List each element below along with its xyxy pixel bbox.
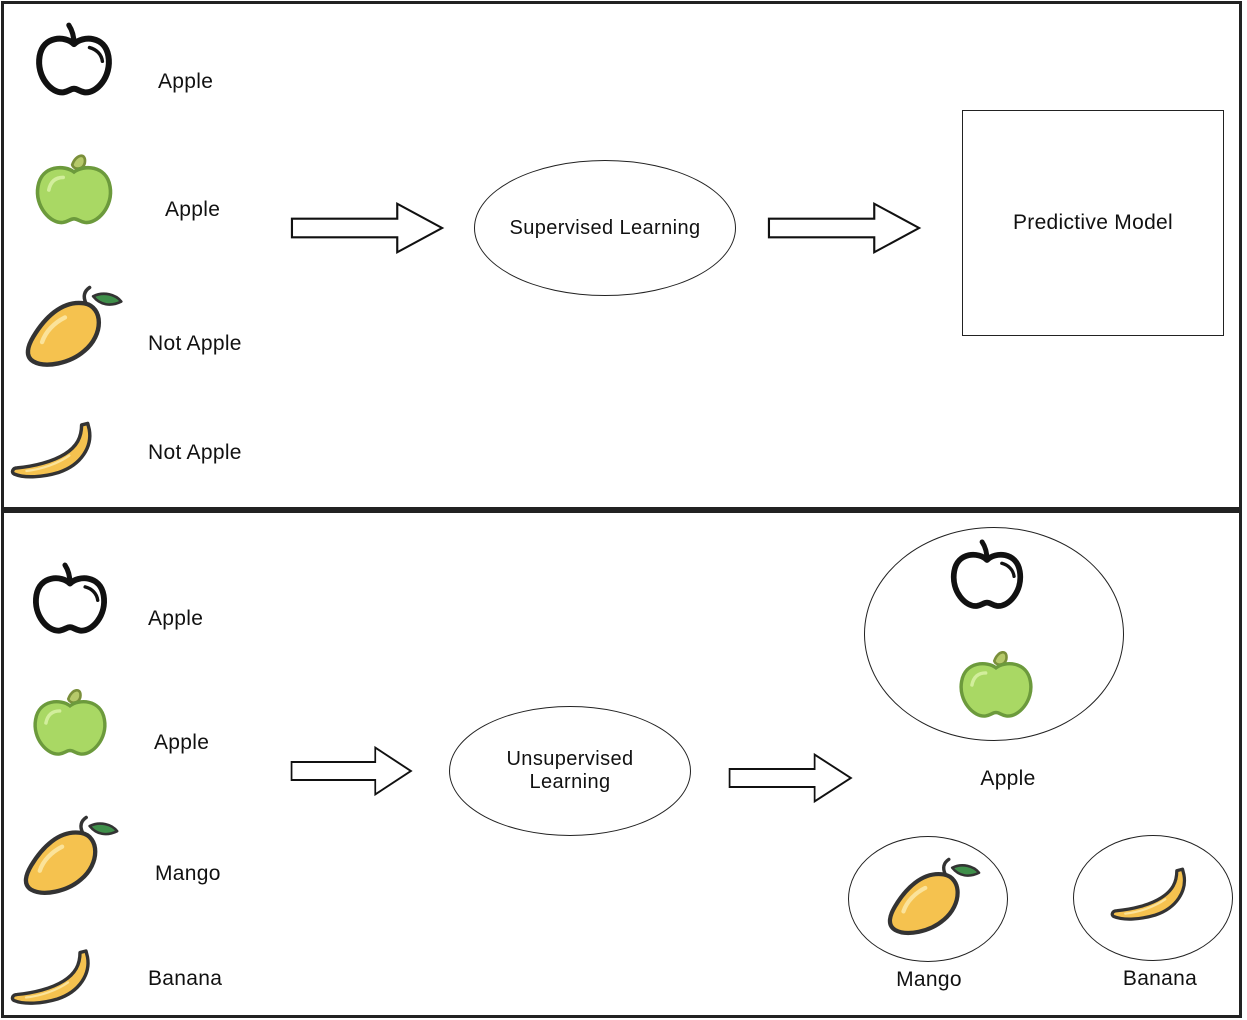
banana-icon	[8, 420, 100, 482]
green-apple-icon	[22, 680, 118, 766]
supervised-learning-label: Supervised Learning	[509, 216, 701, 239]
unsupervised-learning-label-line2: Learning	[529, 771, 611, 793]
supervised-learning-node: Supervised Learning	[474, 160, 736, 296]
item-label: Mango	[155, 862, 221, 885]
green-apple-icon	[948, 642, 1044, 728]
predictive-model-label: Predictive Model	[1012, 211, 1174, 234]
apple-outline-icon	[22, 560, 118, 644]
predictive-model-box: Predictive Model	[962, 110, 1224, 336]
arrow-right-icon	[728, 751, 854, 805]
arrow-right-icon	[290, 744, 414, 798]
arrow-right-icon	[767, 200, 923, 256]
cluster-label-mango: Mango	[896, 968, 962, 991]
unsupervised-learning-label-line1: Unsupervised	[506, 748, 634, 770]
item-label: Not Apple	[148, 332, 242, 355]
cluster-label-apple: Apple	[980, 767, 1036, 790]
apple-cluster	[864, 527, 1124, 741]
item-label: Not Apple	[148, 441, 242, 464]
apple-outline-icon	[22, 20, 126, 106]
mango-cluster	[848, 836, 1008, 962]
item-label: Apple	[148, 607, 204, 630]
banana-icon	[1108, 866, 1194, 924]
banana-icon	[8, 948, 98, 1008]
mango-icon	[880, 856, 984, 940]
cluster-label-banana: Banana	[1122, 967, 1198, 990]
item-label: Banana	[148, 967, 223, 990]
banana-cluster	[1073, 835, 1233, 961]
mango-icon	[16, 284, 128, 372]
item-label: Apple	[154, 731, 210, 754]
mango-icon	[16, 814, 122, 900]
item-label: Apple	[165, 198, 221, 221]
item-label: Apple	[158, 70, 214, 93]
arrow-right-icon	[290, 200, 446, 256]
apple-outline-icon	[940, 537, 1034, 619]
unsupervised-learning-node: Unsupervised Learning	[449, 706, 691, 836]
green-apple-icon	[22, 145, 126, 235]
